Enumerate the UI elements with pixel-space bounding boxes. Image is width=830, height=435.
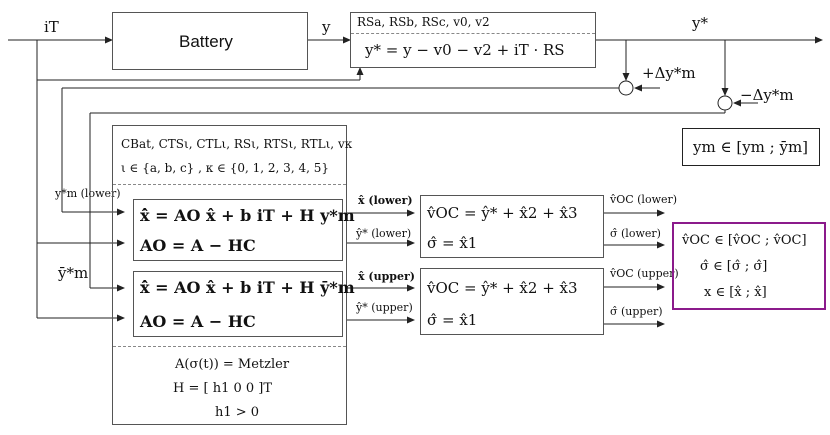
upper-observer-eq2: AO = A − HC [140, 312, 256, 331]
metzler-condition: A(σ(t)) = Metzler [175, 357, 290, 372]
result-sigma-interval: σ̂ ∈ [σ̂ ; σ̂] [700, 259, 768, 274]
measurement-interval-text: ym ∈ [ym ; ȳm] [693, 138, 809, 156]
correction-equation: y* = y − v0 − v2 + iT · RS [365, 41, 565, 59]
lower-sigma-arrow-label: σ̂ (lower) [610, 227, 661, 240]
battery-output-label: y [322, 18, 331, 36]
ocv-upper-voc-eq: v̂OC = ŷ* + x̂2 + x̂3 [427, 279, 578, 297]
lower-output-arrow-label: ŷ* (lower) [356, 227, 412, 240]
lower-observer-eq2: AO = A − HC [140, 236, 256, 255]
upper-output-arrow-label: ŷ* (upper) [356, 301, 413, 314]
offset-minus-label: −Δy*m [740, 86, 794, 104]
upper-sigma-arrow-label: σ̂ (upper) [610, 305, 663, 318]
upper-state-arrow-label: x̂ (upper) [358, 270, 415, 283]
observer-block: CBat, CTSι, CTLι, RSι, RTSι, RTLι, vκ ι … [112, 125, 355, 425]
observer-params-line1: CBat, CTSι, CTLι, RSι, RTSι, RTLι, vκ [121, 137, 353, 151]
ocv-upper-block: v̂OC = ŷ* + x̂2 + x̂3 σ̂ = x̂1 [420, 268, 604, 335]
measurement-interval-box: ym ∈ [ym ; ȳm] [682, 128, 820, 166]
lower-voc-arrow-label: v̂OC (lower) [610, 193, 678, 206]
observer-params-line2: ι ∈ {a, b, c} , κ ∈ {0, 1, 2, 3, 4, 5} [121, 161, 329, 175]
battery-label: Battery [179, 32, 233, 51]
upper-bound-input-label: ȳ*m [58, 264, 89, 282]
summing-junction-minus [717, 95, 733, 111]
ocv-upper-sigma-eq: σ̂ = x̂1 [427, 311, 478, 329]
summing-junction-plus [618, 80, 634, 96]
lower-state-arrow-label: x̂ (lower) [358, 194, 413, 207]
corrected-output-label: y* [692, 14, 708, 32]
ocv-lower-voc-eq: v̂OC = ŷ* + x̂2 + x̂3 [427, 204, 578, 222]
correction-params: RSa, RSb, RSc, v0, v2 [357, 15, 490, 29]
lower-observer-eq1: x̂̇ = AO x̂ + b iT + H y*m [140, 206, 355, 225]
battery-block: Battery [112, 12, 308, 70]
ocv-lower-sigma-eq: σ̂ = x̂1 [427, 234, 478, 252]
upper-observer-eq1: x̂̇ = AO x̂ + b iT + H ȳ*m [140, 278, 355, 297]
lower-bound-input-label: y*m (lower) [55, 187, 121, 200]
result-box: v̂OC ∈ [v̂OC ; v̂OC] σ̂ ∈ [σ̂ ; σ̂] x ∈ … [672, 222, 826, 310]
ocv-lower-block: v̂OC = ŷ* + x̂2 + x̂3 σ̂ = x̂1 [420, 195, 604, 258]
result-voc-interval: v̂OC ∈ [v̂OC ; v̂OC] [682, 233, 807, 248]
upper-voc-arrow-label: v̂OC (upper) [610, 267, 679, 280]
input-current-label: iT [44, 18, 59, 36]
offset-plus-label: +Δy*m [642, 64, 696, 82]
h-matrix: H = [ h1 0 0 ]T [173, 381, 273, 396]
upper-observer-box: x̂̇ = AO x̂ + b iT + H ȳ*m AO = A − HC [133, 271, 355, 337]
correction-block: RSa, RSb, RSc, v0, v2 y* = y − v0 − v2 +… [350, 12, 596, 68]
result-state-interval: x ∈ [x̂ ; x̂] [704, 285, 767, 300]
lower-observer-box: x̂̇ = AO x̂ + b iT + H y*m AO = A − HC [133, 199, 355, 261]
h-condition: h1 > 0 [215, 405, 260, 420]
